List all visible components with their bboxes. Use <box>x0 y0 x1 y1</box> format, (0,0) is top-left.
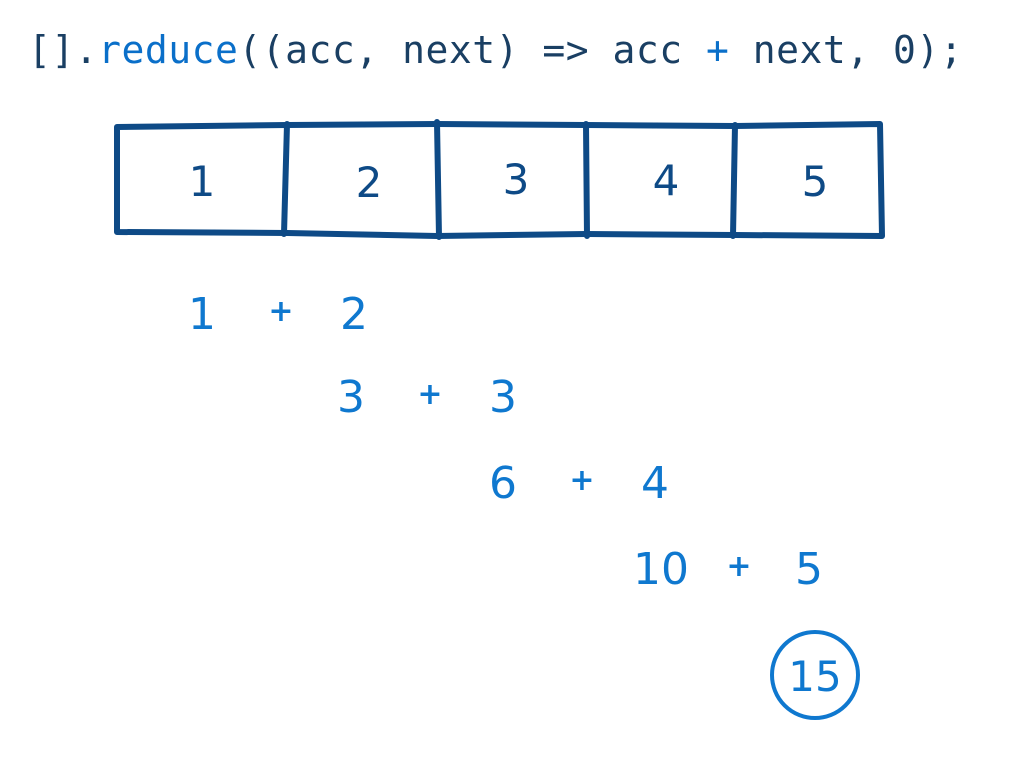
divider-3 <box>583 121 590 239</box>
array-cell-5: 5 <box>801 157 829 206</box>
code-args-start: ((acc, next) => acc <box>238 28 706 72</box>
step-1-acc: 1 <box>188 289 216 340</box>
code-prefix: []. <box>28 28 99 72</box>
code-method: reduce <box>98 28 239 72</box>
divider-2 <box>434 119 442 240</box>
result-value: 15 <box>788 652 842 701</box>
step-3-plus: + <box>569 463 595 498</box>
array-cell-2: 2 <box>355 158 383 207</box>
divider-1 <box>281 121 290 237</box>
array-cell-4: 4 <box>652 156 680 205</box>
step-1-plus: + <box>268 294 294 329</box>
step-2-acc: 3 <box>337 372 365 423</box>
step-3-next: 4 <box>641 458 669 509</box>
array-cell-1: 1 <box>188 157 216 206</box>
step-2-next: 3 <box>489 372 517 423</box>
step-2-plus: + <box>417 377 443 412</box>
step-3-acc: 6 <box>489 458 517 509</box>
code-snippet: [].reduce((acc, next) => acc + next, 0); <box>28 24 963 76</box>
result-circle <box>770 630 860 720</box>
array-outline <box>114 121 885 239</box>
divider-4 <box>730 122 738 239</box>
step-4-acc: 10 <box>633 544 689 595</box>
step-1-next: 2 <box>340 289 368 340</box>
code-args-end: next, 0); <box>729 28 964 72</box>
code-plus: + <box>705 28 730 72</box>
step-4-next: 5 <box>795 544 823 595</box>
array-cell-3: 3 <box>502 155 530 204</box>
step-4-plus: + <box>726 549 752 584</box>
